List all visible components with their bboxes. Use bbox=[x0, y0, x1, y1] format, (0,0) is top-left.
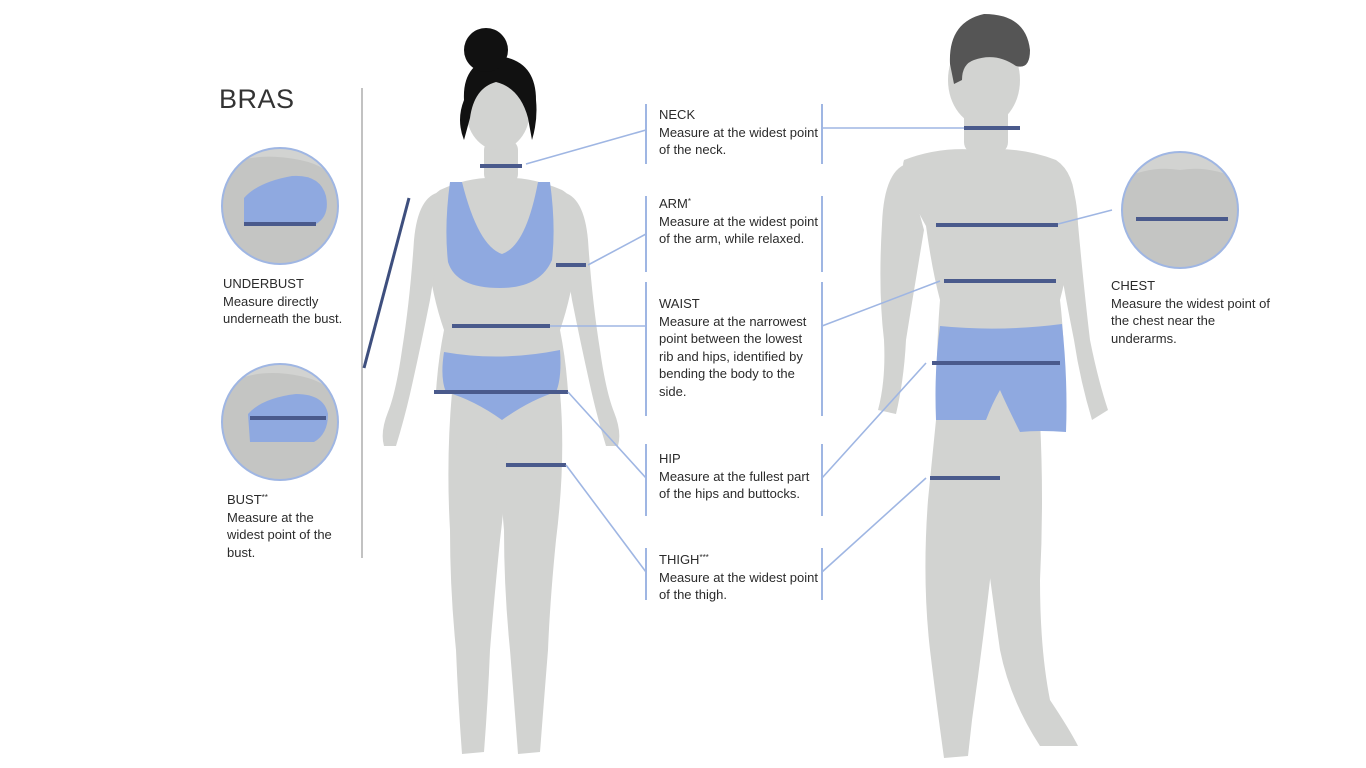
arm-mark: * bbox=[687, 197, 692, 206]
bras-title: BRAS bbox=[219, 84, 295, 114]
woman-left-leg bbox=[448, 392, 507, 754]
chest-name: CHEST bbox=[1111, 278, 1156, 293]
man-right-leg bbox=[960, 420, 1078, 746]
hip-label: HIP Measure at the fullest part of the h… bbox=[659, 450, 819, 503]
underbust-description: Measure directly underneath the bust. bbox=[223, 293, 343, 327]
hip-name: HIP bbox=[659, 451, 681, 466]
thigh-name: THIGH bbox=[659, 552, 700, 567]
man-figure bbox=[878, 14, 1108, 758]
woman-hair bbox=[460, 56, 537, 140]
woman-bra bbox=[446, 182, 554, 288]
woman-figure bbox=[382, 28, 620, 754]
woman-briefs bbox=[442, 350, 561, 420]
waist-name: WAIST bbox=[659, 296, 700, 311]
thigh-description: Measure at the widest point of the thigh… bbox=[659, 569, 818, 603]
bust-label: BUST** Measure at the widest point of th… bbox=[227, 491, 347, 561]
waist-label: WAIST Measure at the narrowest point bet… bbox=[659, 295, 819, 400]
arm-label: ARM* Measure at the widest point of the … bbox=[659, 195, 819, 248]
man-hair bbox=[949, 14, 1030, 84]
bust-detail-circle bbox=[221, 363, 339, 481]
chest-label: CHEST Measure the widest point of the ch… bbox=[1111, 277, 1271, 347]
woman-right-leg bbox=[492, 392, 563, 754]
underbust-detail-circle bbox=[221, 147, 339, 265]
arm-description: Measure at the widest point of the arm, … bbox=[659, 213, 818, 247]
chest-detail-circle bbox=[1121, 151, 1239, 269]
bust-description: Measure at the widest point of the bust. bbox=[227, 509, 332, 560]
leader-lines bbox=[525, 127, 1113, 573]
woman-right-arm bbox=[556, 192, 620, 446]
bust-name: BUST bbox=[227, 492, 262, 507]
hip-description: Measure at the fullest part of the hips … bbox=[659, 468, 810, 502]
underbust-name: UNDERBUST bbox=[223, 276, 304, 291]
waist-description: Measure at the narrowest point between t… bbox=[659, 313, 807, 399]
neck-label: NECK Measure at the widest point of the … bbox=[659, 106, 819, 159]
underbust-label: UNDERBUST Measure directly underneath th… bbox=[223, 275, 343, 328]
man-shorts bbox=[935, 324, 1067, 432]
woman-left-arm bbox=[382, 192, 446, 446]
arm-name: ARM bbox=[659, 196, 688, 211]
man-right-arm bbox=[1054, 164, 1108, 420]
neck-name: NECK bbox=[659, 107, 696, 122]
chest-description: Measure the widest point of the chest ne… bbox=[1111, 295, 1270, 346]
thigh-mark: *** bbox=[699, 553, 709, 562]
man-left-arm bbox=[878, 164, 924, 414]
thigh-label: THIGH*** Measure at the widest point of … bbox=[659, 551, 819, 604]
bras-accent-line bbox=[362, 197, 411, 369]
bust-mark: ** bbox=[261, 493, 268, 502]
neck-description: Measure at the widest point of the neck. bbox=[659, 124, 818, 158]
